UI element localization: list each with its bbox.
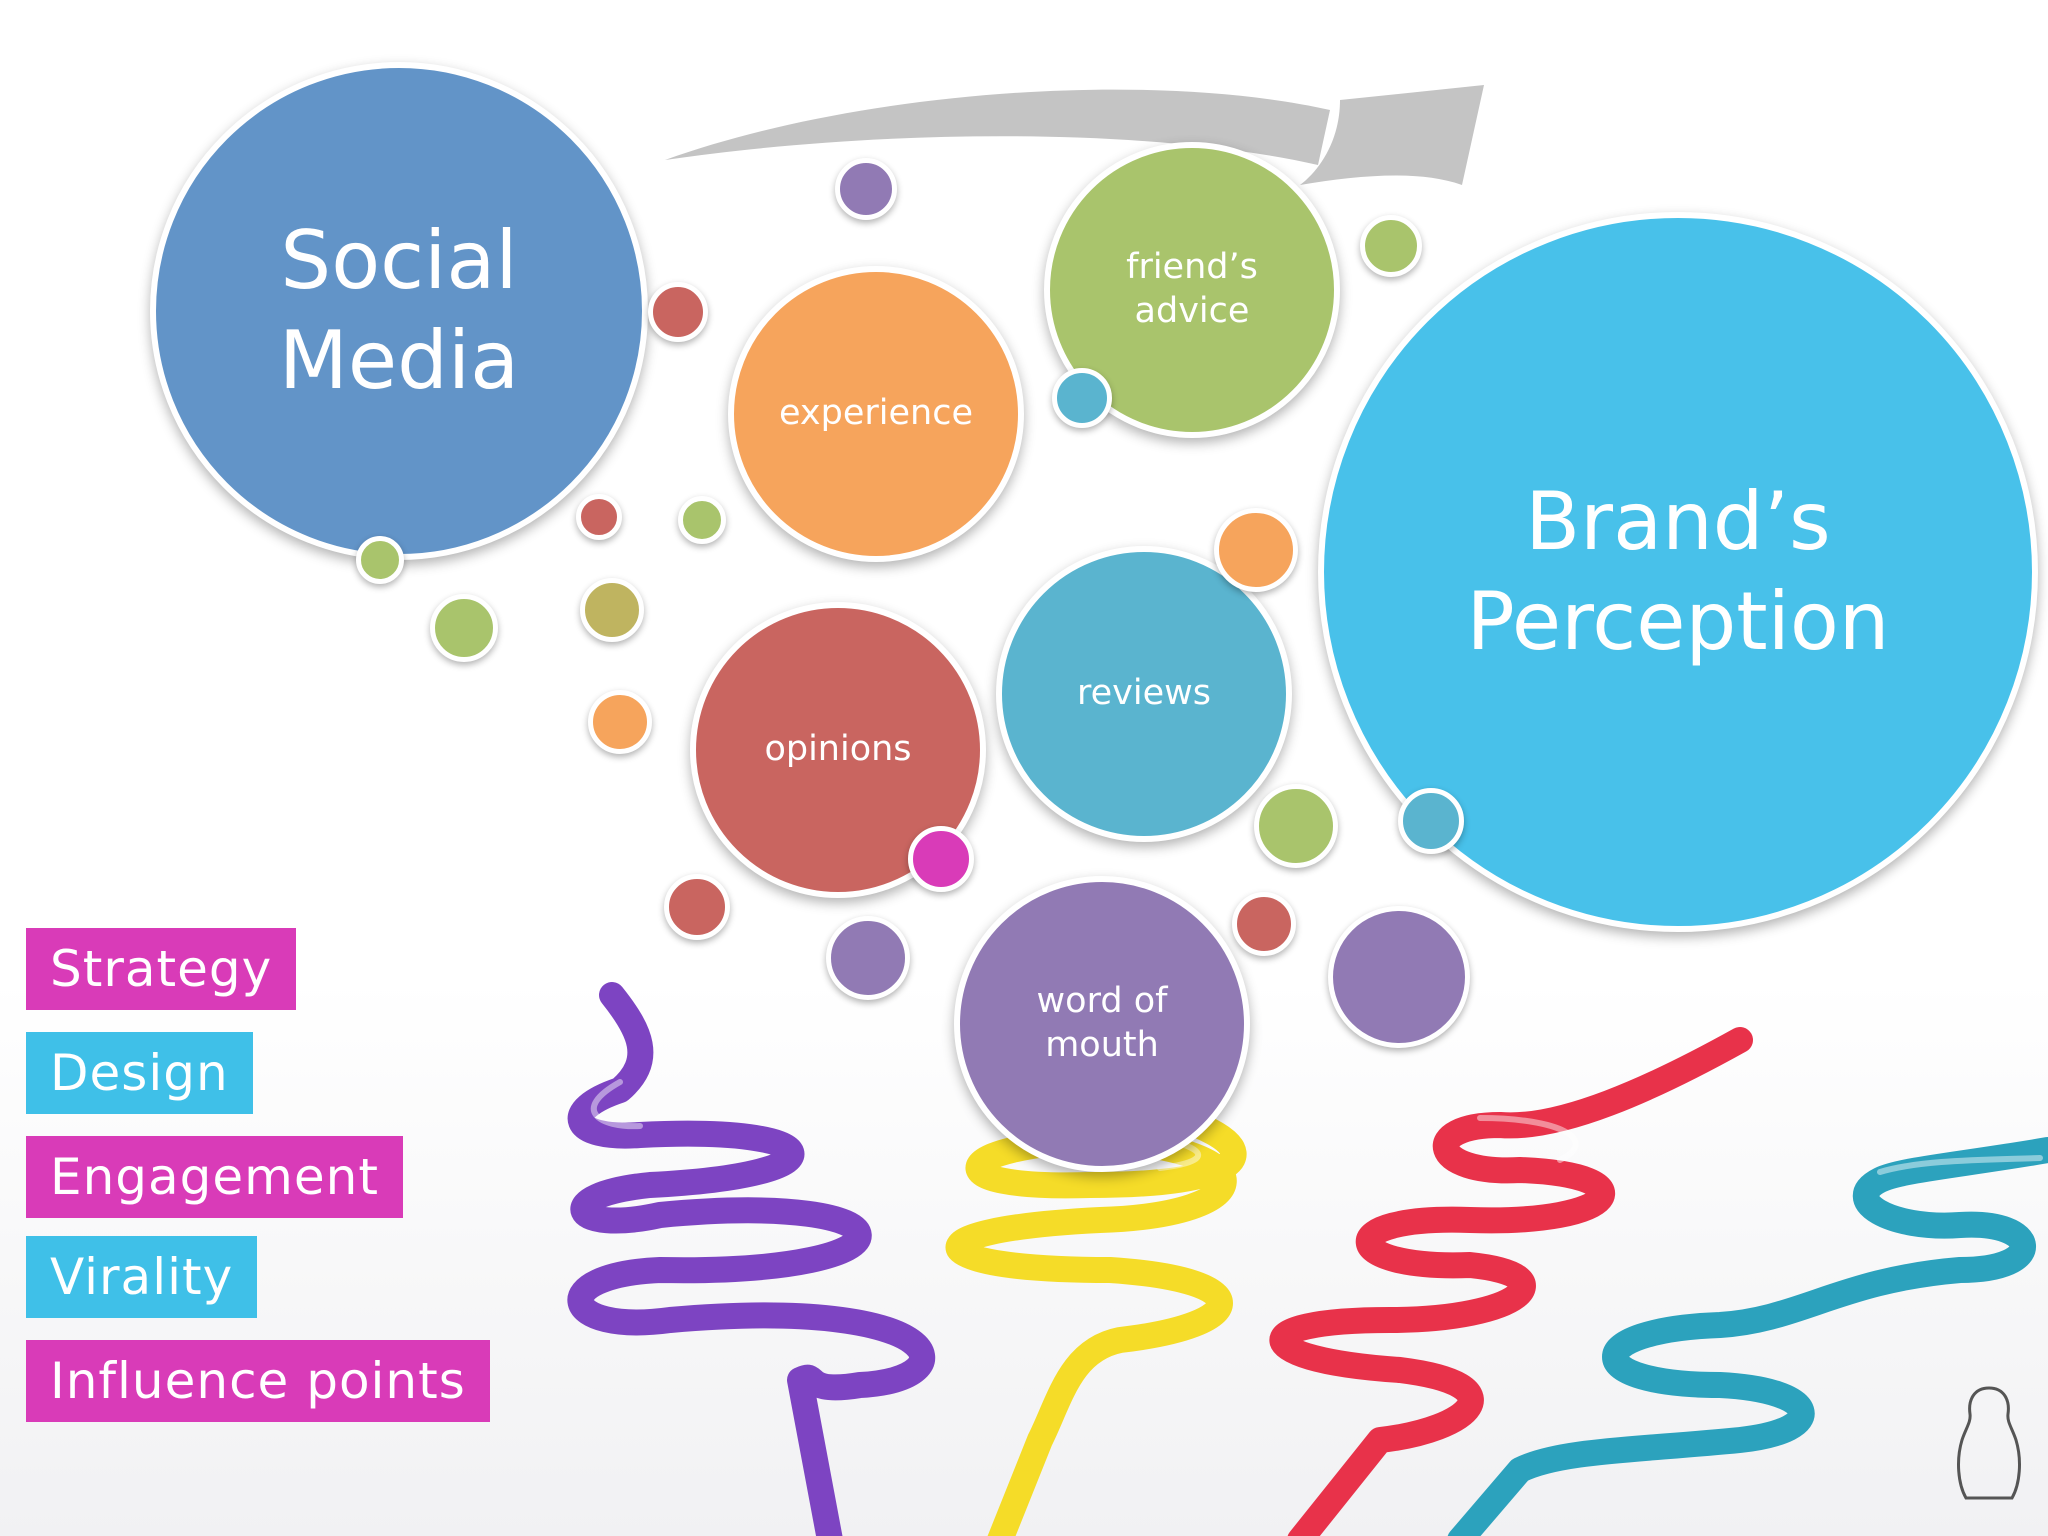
matryoshka-outline-icon bbox=[1957, 1386, 2021, 1500]
tag-label: Engagement bbox=[50, 1148, 379, 1206]
tag-influence-points: Influence points bbox=[26, 1340, 490, 1422]
green-dot bbox=[1254, 784, 1338, 868]
social-media-bubble: Social Media bbox=[150, 62, 648, 560]
red-dot bbox=[664, 874, 730, 940]
reviews-label: reviews bbox=[1077, 673, 1211, 714]
tag-label: Strategy bbox=[50, 940, 273, 998]
green-dot bbox=[1360, 215, 1422, 277]
magenta-dot bbox=[908, 826, 974, 892]
red-dot bbox=[648, 282, 708, 342]
teal-dot bbox=[1398, 788, 1464, 854]
experience-bubble: experience bbox=[728, 266, 1024, 562]
word-of-mouth-label: word of mouth bbox=[1036, 981, 1168, 1065]
purple-dot bbox=[1328, 906, 1470, 1048]
red-straw bbox=[1269, 1027, 1753, 1536]
teal-straw bbox=[1447, 1137, 2048, 1536]
tag-design: Design bbox=[26, 1032, 253, 1114]
social-media-label: Social Media bbox=[278, 214, 520, 407]
tag-label: Design bbox=[50, 1044, 229, 1102]
olive-dot bbox=[580, 578, 644, 642]
red-dot bbox=[576, 494, 622, 540]
purple-dot bbox=[835, 158, 897, 220]
green-dot bbox=[430, 594, 498, 662]
opinions-label: opinions bbox=[764, 729, 912, 770]
friends-advice-label: friend’s advice bbox=[1126, 247, 1258, 331]
tag-label: Virality bbox=[50, 1248, 234, 1306]
green-dot bbox=[356, 536, 404, 584]
red-dot bbox=[1232, 892, 1296, 956]
tag-virality: Virality bbox=[26, 1236, 258, 1318]
purple-straw bbox=[567, 982, 936, 1536]
tag-strategy: Strategy bbox=[26, 928, 297, 1010]
orange-dot bbox=[1214, 508, 1298, 592]
brand-perception-label: Brand’s Perception bbox=[1466, 475, 1890, 668]
reviews-bubble: reviews bbox=[996, 546, 1292, 842]
word-of-mouth-bubble: word of mouth bbox=[954, 876, 1250, 1172]
green-dot bbox=[678, 496, 726, 544]
teal-dot bbox=[1052, 368, 1112, 428]
experience-label: experience bbox=[779, 393, 973, 434]
brand-perception-bubble: Brand’s Perception bbox=[1318, 212, 2038, 932]
yellow-straw bbox=[945, 1097, 1247, 1536]
tag-engagement: Engagement bbox=[26, 1136, 403, 1218]
purple-dot bbox=[826, 916, 910, 1000]
orange-dot bbox=[588, 690, 652, 754]
tag-label: Influence points bbox=[50, 1352, 466, 1410]
